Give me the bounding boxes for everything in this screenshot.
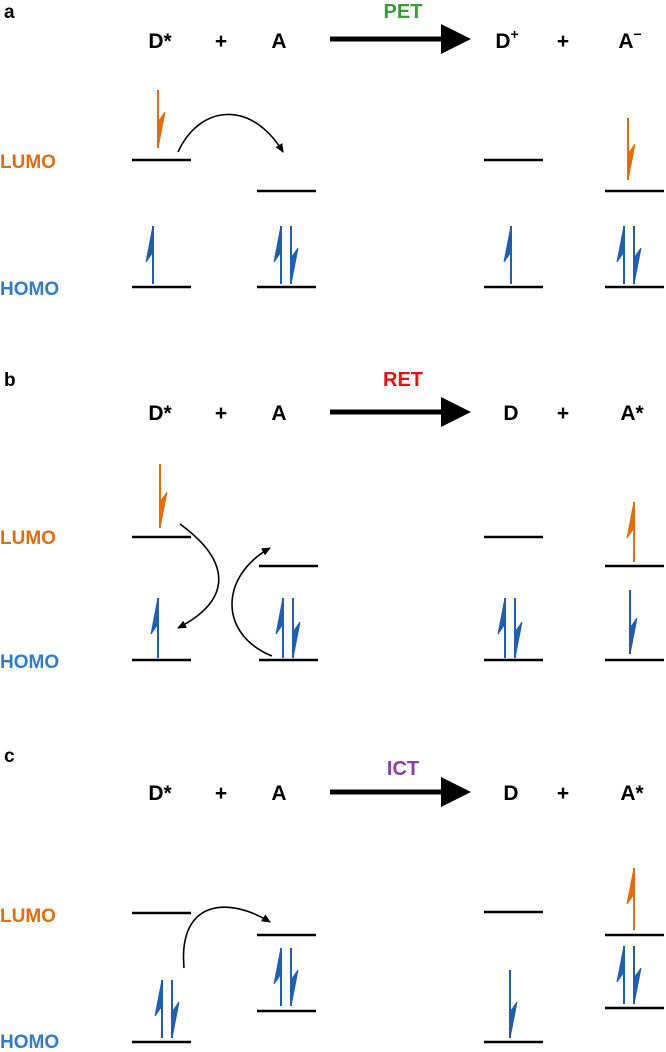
product-plus: + [557, 782, 569, 805]
panel-letter-a: a [4, 2, 15, 23]
homo-label: HOMO [0, 279, 59, 300]
reactant-plus: + [215, 782, 227, 805]
electron-spin-down-icon [509, 970, 518, 1039]
reactant-acceptor: A [271, 402, 286, 425]
electron-spin-up-icon [616, 225, 625, 284]
panel-c: c ICT D* + A D + A* LUMO HOMO [0, 746, 664, 1052]
lumo-label: LUMO [0, 528, 56, 549]
lumo-label: LUMO [0, 906, 56, 927]
electron-spin-down-icon [290, 948, 299, 1007]
electron-spin-down-icon [633, 226, 642, 285]
reactant-acceptor: A [271, 782, 286, 805]
lumo-label: LUMO [0, 152, 56, 173]
electron-spin-up-icon [503, 225, 512, 284]
electron-spin-down-icon [292, 598, 301, 659]
homo-label: HOMO [0, 652, 59, 673]
electron-spin-up-icon [626, 867, 635, 930]
reactant-donor-excited: D* [148, 782, 172, 805]
electron-spin-up-icon [626, 501, 635, 562]
process-label-pet: PET [384, 1, 423, 23]
charge-transfer-arrow [182, 906, 271, 969]
product-donor: D [503, 402, 518, 425]
electrons [154, 867, 642, 1039]
product-acceptor-excited: A* [620, 402, 644, 425]
product-acceptor-excited: A* [620, 782, 644, 805]
electron-spin-up-icon [275, 597, 284, 658]
electron-spin-up-icon [273, 225, 282, 284]
panel-letter-c: c [4, 746, 15, 767]
electron-spin-up-icon [273, 947, 282, 1006]
orbital-levels [132, 158, 664, 289]
electron-spin-down-icon [171, 980, 180, 1039]
electron-spin-down-icon [627, 118, 636, 181]
reactant-plus: + [215, 30, 227, 53]
electron-spin-up-icon [616, 945, 625, 1004]
panel-a: a PET D* + A D+ + A− LUMO HOMO [0, 1, 664, 300]
product-donor-cation: D+ [495, 26, 518, 53]
panel-b: b RET D* + A D + A* LUMO HOMO [0, 369, 664, 673]
electron-spin-down-icon [157, 90, 166, 149]
reactant-acceptor: A [271, 30, 286, 53]
product-plus: + [557, 402, 569, 425]
process-label-ict: ICT [387, 758, 419, 780]
product-donor: D [503, 782, 518, 805]
electron-transfer-arrow [177, 113, 284, 153]
orbital-levels [132, 910, 664, 1044]
process-label-ret: RET [383, 369, 423, 391]
electron-spin-down-icon [290, 226, 299, 285]
electron-spin-down-icon [633, 946, 642, 1005]
electron-spin-down-icon [159, 464, 168, 529]
electron-spin-down-icon [514, 598, 523, 659]
product-acceptor-anion: A− [618, 26, 641, 53]
product-plus: + [557, 30, 569, 53]
electron-spin-up-icon [154, 979, 163, 1038]
energy-transfer-arrow-down [177, 523, 220, 629]
reactant-donor-excited: D* [148, 30, 172, 53]
orbital-levels [132, 535, 664, 662]
reactant-donor-excited: D* [148, 402, 172, 425]
homo-label: HOMO [0, 1032, 59, 1052]
electron-spin-up-icon [145, 225, 154, 284]
electron-spin-down-icon [629, 590, 638, 655]
energy-transfer-arrow-up [231, 547, 273, 657]
electron-spin-up-icon [150, 597, 159, 658]
reactant-plus: + [215, 402, 227, 425]
panel-letter-b: b [4, 370, 16, 391]
electrons [150, 464, 638, 659]
electron-spin-up-icon [497, 597, 506, 658]
electrons [145, 90, 642, 285]
